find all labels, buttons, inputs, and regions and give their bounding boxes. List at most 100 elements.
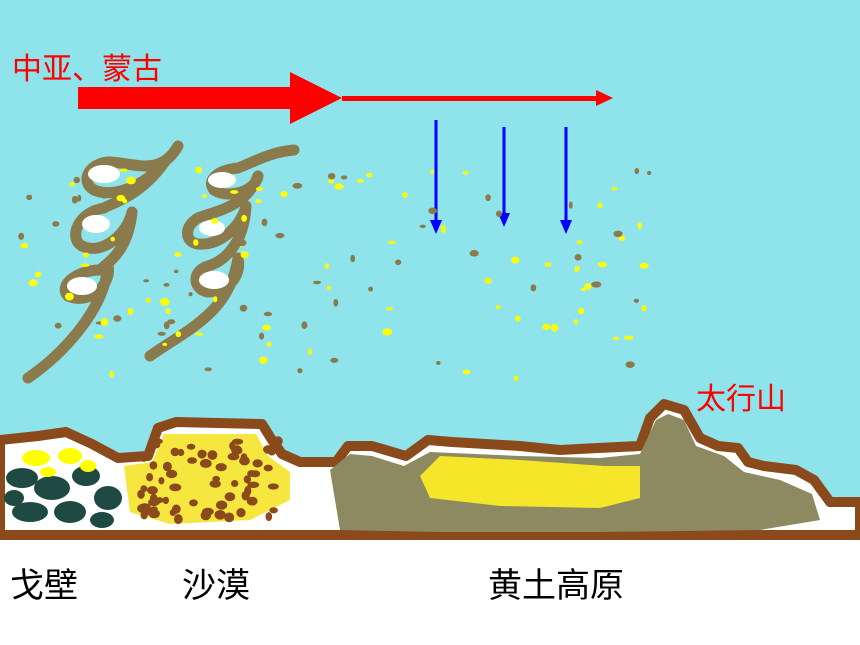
desert-pebble <box>162 496 169 505</box>
dust-particle <box>625 361 635 368</box>
dust-particle <box>202 194 208 198</box>
dust-particle <box>167 319 176 325</box>
desert-pebbles <box>137 436 283 525</box>
dust-particle <box>469 250 479 257</box>
dust-particle <box>436 361 441 365</box>
dust-particle <box>126 176 136 185</box>
desert-pebble <box>215 463 227 472</box>
dust-particle <box>280 191 288 198</box>
desert-pebble <box>146 473 154 482</box>
dust-particle <box>350 254 356 263</box>
dust-particle <box>175 331 182 338</box>
dust-particle <box>174 269 179 274</box>
dust-particle <box>440 225 446 233</box>
dust-particle <box>301 321 308 330</box>
dust-particle <box>195 332 204 336</box>
desert-pebble <box>173 514 183 525</box>
dust-particle <box>634 168 640 175</box>
dust-particle <box>127 308 134 315</box>
dust-particle <box>462 171 469 175</box>
desert-pebble <box>265 512 273 522</box>
desert-pebble <box>267 448 276 456</box>
dust-particle <box>576 240 583 245</box>
dust-particle <box>69 182 75 187</box>
dust-particle <box>73 176 81 184</box>
dust-particle <box>419 224 426 228</box>
dust-particle <box>430 169 435 174</box>
dust-particle <box>496 210 502 218</box>
desert-pebble <box>187 457 198 464</box>
dust-particle <box>54 322 62 329</box>
dust-particle <box>484 277 492 284</box>
dust-particle <box>550 323 559 332</box>
dust-particle <box>334 183 344 190</box>
dust-particle <box>193 239 199 246</box>
dust-particle <box>297 368 303 374</box>
ground-profile <box>0 399 860 540</box>
desert-pebble <box>243 475 252 484</box>
dust-particle <box>513 375 519 381</box>
desert-pebble <box>207 450 218 460</box>
dust-particle <box>611 187 618 191</box>
dust-particle <box>357 179 364 183</box>
dust-particle <box>388 240 396 245</box>
desert-pebble <box>227 452 240 461</box>
dust-particle <box>34 271 42 278</box>
dust-particle <box>266 341 272 347</box>
loess-plateau <box>330 414 820 532</box>
desert-pebble <box>199 458 212 468</box>
dust-particle <box>213 296 218 303</box>
dust-particle <box>77 194 82 202</box>
dust-particle <box>211 218 219 224</box>
dust-particle <box>52 221 60 227</box>
dust-particle <box>113 315 122 322</box>
lower-band <box>0 535 860 645</box>
dust-particle <box>382 328 393 336</box>
dust-particle <box>495 305 501 310</box>
wind-arrow-icon <box>78 72 613 124</box>
desert-pebble <box>189 499 198 507</box>
dust-particle <box>584 283 592 290</box>
dust-particle <box>328 178 335 184</box>
dust-particle <box>116 194 126 202</box>
dust-particle <box>255 199 262 204</box>
desert-pebble <box>231 438 244 445</box>
dust-particle <box>72 230 79 238</box>
dust-particle <box>85 268 92 272</box>
desert-pebble <box>250 470 261 478</box>
desert-pebble <box>209 480 221 488</box>
desert-pebble <box>215 500 228 510</box>
dust-particle <box>163 321 170 330</box>
desert-pebble <box>158 477 165 485</box>
dust-particle <box>18 232 25 240</box>
dust-particle <box>386 307 393 311</box>
desert-pebble <box>202 507 214 516</box>
desert-pebble <box>252 459 263 468</box>
dust-particle <box>544 262 552 267</box>
dust-particle <box>20 243 29 249</box>
desert-pebble <box>169 509 177 516</box>
dust-particle <box>330 357 339 363</box>
desert-pebble <box>273 436 283 447</box>
dust-particle <box>366 172 373 178</box>
desert-pebble <box>241 490 250 501</box>
desert-pebble <box>224 512 235 523</box>
dust-particle <box>597 202 603 208</box>
dust-particle <box>117 187 126 193</box>
dust-particle <box>428 207 437 215</box>
dust-particle <box>28 279 38 287</box>
desert-pebble <box>197 449 207 459</box>
dust-particle <box>64 292 74 301</box>
dust-particle <box>292 182 303 189</box>
desert-pebble <box>147 486 158 495</box>
dust-particle <box>241 214 248 222</box>
dust-particle <box>637 222 642 230</box>
desert-pebble <box>224 492 236 502</box>
desert-pebble <box>149 441 161 449</box>
desert-pebble <box>170 447 180 457</box>
dust-particle <box>612 336 620 341</box>
desert-pebble <box>137 503 149 513</box>
desert-pebble <box>240 453 248 462</box>
dust-particle <box>143 279 150 283</box>
